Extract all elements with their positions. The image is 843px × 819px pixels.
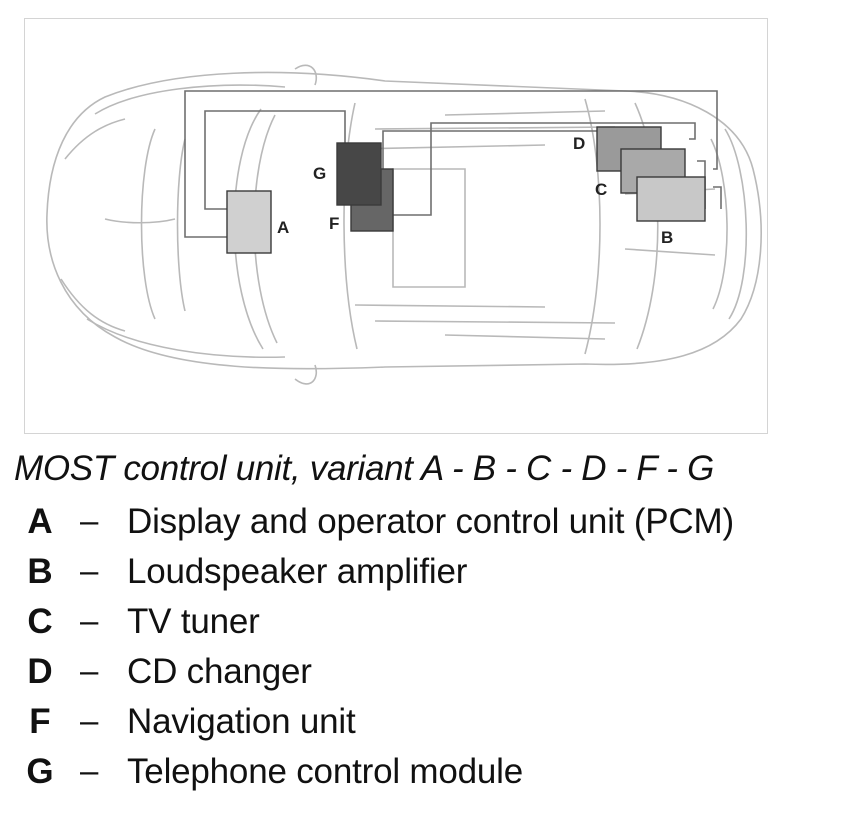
unit-label-d: D xyxy=(573,134,585,153)
legend-key: G xyxy=(26,752,54,791)
unit-label-a: A xyxy=(277,218,289,237)
legend-description: CD changer xyxy=(127,652,312,691)
legend-row-d: D–CD changer xyxy=(0,652,843,696)
legend-description: TV tuner xyxy=(127,602,260,641)
legend-description: Navigation unit xyxy=(127,702,356,741)
legend-description: Telephone control module xyxy=(127,752,524,791)
legend-dash: – xyxy=(80,752,99,789)
legend-row-c: C–TV tuner xyxy=(0,602,843,646)
legend-description: Display and operator control unit (PCM) xyxy=(127,502,734,541)
unit-label-g: G xyxy=(313,164,326,183)
legend-description: Loudspeaker amplifier xyxy=(127,552,468,591)
unit-label-c: C xyxy=(595,180,607,199)
legend-dash: – xyxy=(80,702,99,739)
legend-dash: – xyxy=(80,552,99,589)
legend-row-f: F–Navigation unit xyxy=(0,702,843,746)
legend-dash: – xyxy=(80,652,99,689)
legend-key: F xyxy=(29,702,51,741)
unit-box-a xyxy=(226,190,272,254)
unit-label-b: B xyxy=(661,228,673,247)
unit-label-f: F xyxy=(329,214,339,233)
car-top-view-diagram: A F G D C B xyxy=(46,64,762,385)
unit-box-g xyxy=(336,142,382,206)
legend-dash: – xyxy=(80,602,99,639)
car-outline xyxy=(46,64,762,385)
legend-key: A xyxy=(27,502,53,541)
unit-box-b xyxy=(636,176,706,222)
legend-row-b: B–Loudspeaker amplifier xyxy=(0,552,843,596)
legend-key: B xyxy=(27,552,53,591)
legend-key: D xyxy=(27,652,53,691)
control-units: A F G D C B xyxy=(226,126,706,254)
diagram-caption: MOST control unit, variant A - B - C - D… xyxy=(14,449,714,488)
most-ring-wiring xyxy=(184,90,722,238)
car-diagram-frame: A F G D C B xyxy=(24,18,768,434)
legend-key: C xyxy=(27,602,53,641)
legend-row-a: A–Display and operator control unit (PCM… xyxy=(0,502,843,546)
legend-dash: – xyxy=(80,502,99,539)
legend-row-g: G–Telephone control module xyxy=(0,752,843,796)
